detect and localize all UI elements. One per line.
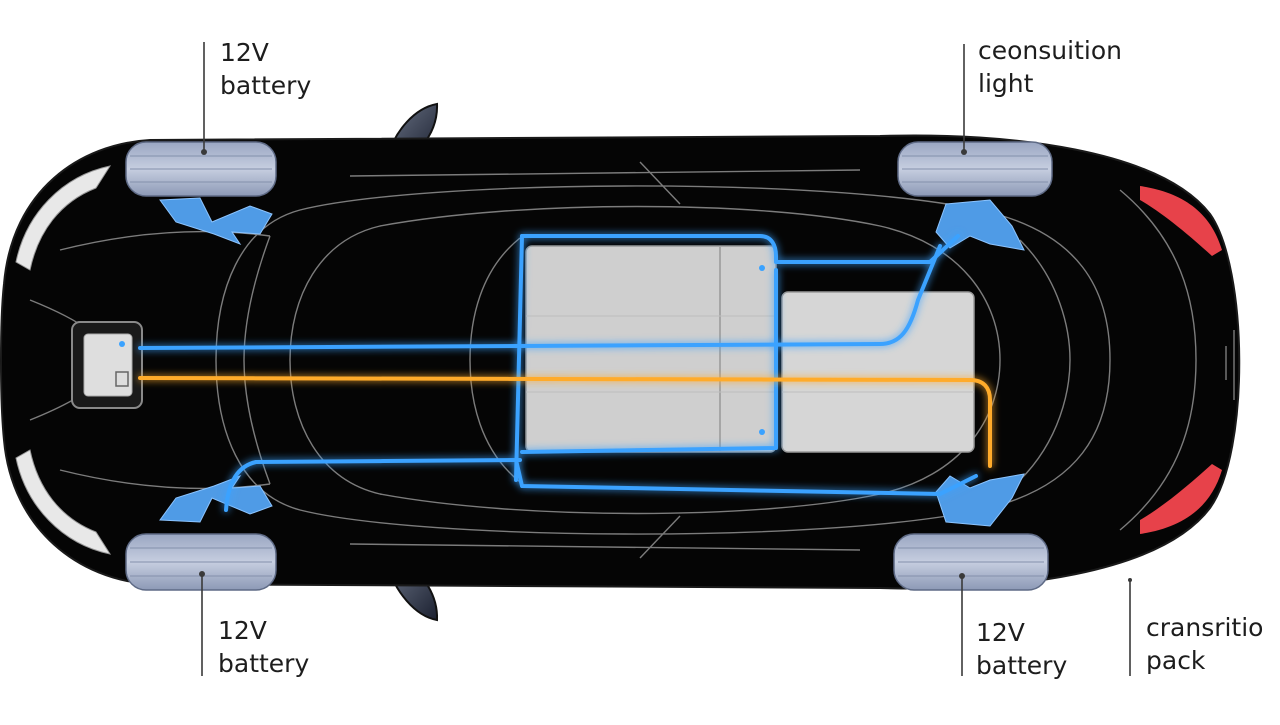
battery-pack: [525, 245, 975, 453]
label-transition-pack: cransritio pack: [1146, 611, 1263, 677]
label-12v-battery-front-bottom: 12V battery: [218, 614, 309, 680]
mount-brackets: [159, 197, 1025, 527]
label-line: pack: [1146, 646, 1206, 675]
label-line: 12V: [220, 38, 269, 67]
low-voltage-wiring: [138, 234, 978, 512]
wheel-rear-top: [897, 141, 1053, 197]
label-line: battery: [218, 649, 310, 678]
callout-dots: [199, 149, 1132, 582]
front-trim-top: [15, 165, 112, 271]
label-line: battery: [976, 651, 1068, 680]
wheel-rear-bottom: [893, 533, 1049, 591]
label-line: ceonsuition: [978, 36, 1122, 65]
label-12v-battery-rear-bottom: 12V battery: [976, 616, 1067, 682]
label-line: light: [978, 69, 1034, 98]
high-voltage-wiring: [138, 376, 992, 468]
label-line: 12V: [976, 618, 1025, 647]
label-line: 12V: [218, 616, 267, 645]
tail-light-top: [1140, 186, 1222, 256]
callout-leader-lines: [201, 42, 1131, 676]
label-line: battery: [220, 71, 312, 100]
label-consumption-light: ceonsuition light: [978, 34, 1122, 100]
tail-light-bottom: [1140, 464, 1222, 534]
wheel-front-top: [125, 141, 277, 197]
label-line: cransritio: [1146, 613, 1264, 642]
front-trim-bottom: [15, 449, 112, 555]
front-power-module: [71, 321, 143, 409]
wheel-front-bottom: [125, 533, 277, 591]
label-12v-battery-front-top: 12V battery: [220, 36, 311, 102]
